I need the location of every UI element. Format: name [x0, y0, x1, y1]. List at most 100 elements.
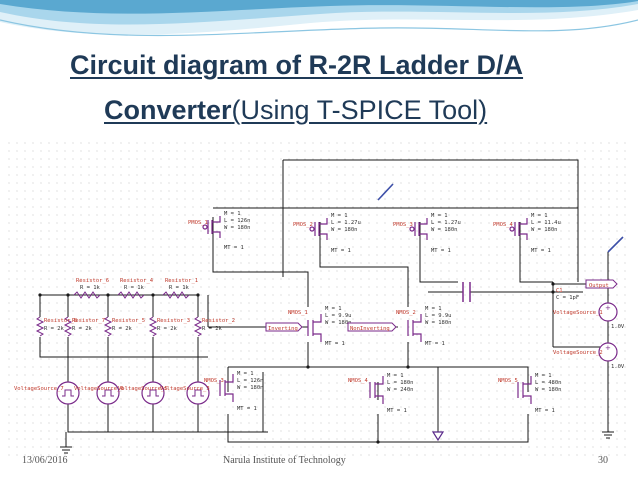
pmos-4-w: W = 180n [531, 227, 558, 233]
nmos-low-transistors [219, 374, 532, 404]
nmos-mid-transistors [307, 314, 422, 342]
vs5-label: VoltageSource_5 [118, 386, 168, 392]
pmos-3-name: PMOS_3 [393, 222, 413, 228]
title-tool: (Using T-SPICE Tool) [231, 95, 488, 125]
nmos-2-m: M = 1 [425, 306, 442, 312]
resistor-3-name: Resistor_3 [157, 318, 190, 324]
slide-title-line-2: Converter(Using T-SPICE Tool) [104, 95, 487, 126]
r2r-ladder-dac-schematic: Resistor_6 R = 1k Resistor_4 R = 1k Resi… [8, 142, 630, 460]
nmos-3-w: W = 180n [237, 385, 264, 391]
nmos-2-mt: MT = 1 [425, 341, 445, 347]
resistor-7-name: Resistor_7 [72, 318, 105, 324]
pmos-1-mt: MT = 1 [224, 245, 244, 251]
shunt-resistors [35, 316, 203, 337]
resistor-7-value: R = 2k [72, 326, 93, 332]
output-label: Output [589, 283, 609, 289]
nmos-1-w: W = 180n [325, 320, 352, 326]
pmos-2-l: L = 1.27u [331, 220, 361, 226]
nmos-1-name: NMOS_1 [288, 310, 308, 316]
series-resistor-labels: Resistor_6 R = 1k Resistor_4 R = 1k Resi… [76, 278, 198, 291]
nmos-5-mt: MT = 1 [535, 408, 555, 414]
shunt-resistor-labels: Resistor_8 R = 2k Resistor_7 R = 2k Resi… [44, 318, 235, 332]
header-wave-decoration [0, 0, 638, 37]
input-tags [265, 322, 397, 332]
pmos-labels: PMOS_1 M = 1 L = 126n W = 180n MT = 1 PM… [188, 211, 561, 254]
noninverting-label: NonInverting [350, 326, 390, 332]
nmos-4-mt: MT = 1 [387, 408, 407, 414]
junction-dots [38, 282, 555, 444]
pmos-3-m: M = 1 [431, 213, 448, 219]
resistor-6-value: R = 1k [80, 285, 101, 291]
nmos-3-m: M = 1 [237, 371, 254, 377]
nmos-mid-labels: NMOS_1 M = 1 L = 9.9u W = 180n MT = 1 NM… [288, 306, 452, 347]
bit-source-labels: VoltageSource_7 VoltageSource_6 VoltageS… [14, 386, 210, 392]
nmos-5-w: W = 180n [535, 387, 562, 393]
footer-date: 13/06/2016 [22, 455, 68, 466]
resistor-5-value: R = 2k [112, 326, 133, 332]
nmos-3-name: NMOS_3 [204, 378, 224, 384]
nmos-2-w: W = 180n [425, 320, 452, 326]
footer-page-number: 30 [598, 455, 608, 466]
resistor-6-name: Resistor_6 [76, 278, 109, 284]
nmos-4-m: M = 1 [387, 373, 404, 379]
bit-source-pulses [62, 389, 204, 397]
nmos-3-mt: MT = 1 [237, 406, 257, 412]
resistor-8-name: Resistor_8 [44, 318, 77, 324]
resistor-5-name: Resistor_5 [112, 318, 145, 324]
nmos-5-l: L = 480n [535, 380, 562, 386]
capacitor-value: C = 1pF [556, 295, 579, 301]
capacitor-name: C1 [556, 288, 563, 294]
vs1-label: VoltageSource_1 [553, 310, 603, 316]
supply-source-signs: + + [605, 304, 611, 352]
vs2-label: VoltageSource_2 [553, 350, 603, 356]
pmos-4-m: M = 1 [531, 213, 548, 219]
resistor-2-name: Resistor_2 [202, 318, 235, 324]
pmos-2-name: PMOS_2 [293, 222, 313, 228]
capacitor [462, 282, 471, 302]
bit-voltage-sources [56, 381, 210, 405]
inverting-label: Inverting [268, 326, 298, 332]
resistor-4-name: Resistor_4 [120, 278, 154, 284]
nmos-4-w: W = 240n [387, 387, 414, 393]
nmos-4-name: NMOS_4 [348, 378, 369, 384]
resistor-1-name: Resistor_1 [165, 278, 198, 284]
pmos-1-name: PMOS_1 [188, 220, 208, 226]
pmos-1-l: L = 126n [224, 218, 251, 224]
resistor-8-value: R = 2k [44, 326, 65, 332]
series-resistors [73, 291, 190, 299]
ground-symbols [60, 431, 614, 454]
pmos-3-mt: MT = 1 [431, 248, 451, 254]
nmos-low-labels: NMOS_3 M = 1 L = 126n W = 180n MT = 1 NM… [204, 371, 562, 414]
nmos-2-l: L = 9.9u [425, 313, 452, 319]
vs2-value: 1.0V [611, 364, 625, 370]
svg-text:+: + [605, 344, 611, 352]
pmos-3-l: L = 1.27u [431, 220, 461, 226]
nmos-4-l: L = 180n [387, 380, 414, 386]
pmos-1-w: W = 180n [224, 225, 251, 231]
pmos-4-mt: MT = 1 [531, 248, 551, 254]
nmos-1-l: L = 9.9u [325, 313, 352, 319]
resistor-3-value: R = 2k [157, 326, 178, 332]
nmos-5-name: NMOS_5 [498, 378, 518, 384]
pmos-2-mt: MT = 1 [331, 248, 351, 254]
pmos-3-w: W = 180n [431, 227, 458, 233]
supply-voltage-sources [598, 302, 618, 362]
resistor-4-value: R = 1k [124, 285, 145, 291]
nmos-2-name: NMOS_2 [396, 310, 416, 316]
pmos-1-m: M = 1 [224, 211, 241, 217]
vs3-label: VoltageSource_3 [160, 386, 210, 392]
resistor-1-value: R = 1k [169, 285, 190, 291]
vs1-value: 1.0V [611, 324, 625, 330]
pmos-transistors [202, 216, 528, 240]
slide-title-line-1: Circuit diagram of R-2R Ladder D/A [70, 50, 524, 80]
output-tag [585, 279, 618, 289]
nmos-1-m: M = 1 [325, 306, 342, 312]
svg-text:+: + [605, 304, 611, 312]
vs7-label: VoltageSource_7 [14, 386, 64, 392]
pmos-4-l: L = 11.4u [531, 220, 561, 226]
title-converter: Converter [104, 95, 232, 125]
probe-markers [377, 183, 624, 253]
resistor-2-value: R = 2k [202, 326, 223, 332]
footer-institute: Narula Institute of Technology [223, 455, 346, 466]
